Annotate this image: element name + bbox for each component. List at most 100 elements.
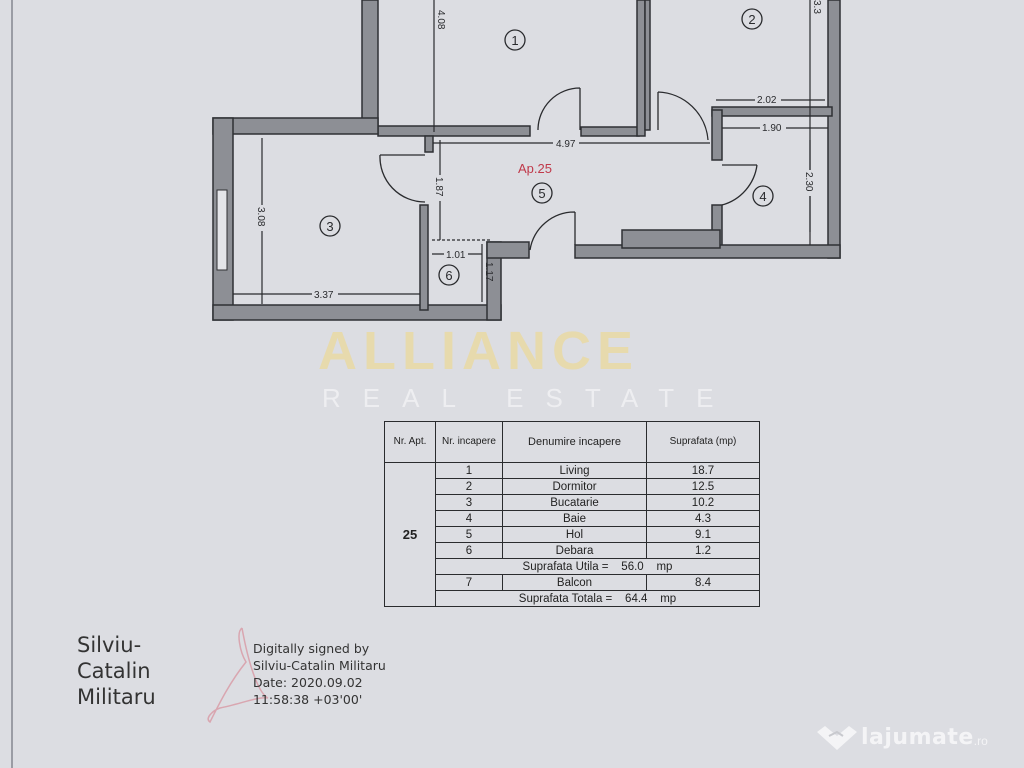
cell-area: 9.1 [646, 526, 760, 543]
signer-name-line: Catalin [77, 659, 151, 683]
signature-line: Date: 2020.09.02 [253, 675, 363, 690]
walls [212, 0, 841, 321]
dim-kitchen-width: 3.37 [314, 290, 334, 301]
signer-name: Silviu- Catalin Militaru [77, 632, 156, 710]
signature-line: Silviu-Catalin Militaru [253, 658, 386, 673]
dim-bath-height: 2.30 [803, 172, 814, 192]
dim-kitchen-height: 3.08 [255, 207, 266, 227]
total-area-label: Suprafata Totala = [518, 592, 613, 605]
cell-area: 12.5 [646, 478, 760, 495]
wall [711, 109, 723, 161]
wall [424, 135, 434, 153]
brand-tld: .ro [973, 734, 988, 748]
handshake-icon [817, 726, 857, 750]
wall [621, 229, 721, 249]
page-edge [11, 0, 13, 768]
cell-area: 4.3 [646, 510, 760, 527]
wall [212, 304, 502, 321]
dim-room2-width: 2.02 [757, 95, 777, 106]
total-area-row: Suprafata Totala = 64.4 mp [385, 590, 760, 607]
apartment-label: Ap.25 [518, 161, 552, 176]
window [216, 189, 228, 271]
wall [827, 0, 841, 259]
room-number-2: 2 [748, 12, 755, 27]
cell-name: Balcon [502, 574, 647, 591]
wall [419, 204, 429, 311]
room-number-5: 5 [538, 186, 545, 201]
digital-signature-info: Digitally signed by Silviu-Catalin Milit… [253, 640, 386, 708]
usable-area-row: Suprafata Utila = 56.0 mp [385, 558, 760, 575]
cell-nr: 4 [435, 510, 503, 527]
dimension-lines: 4.08 3.3 2.02 1.90 4.97 1.87 3.08 3.37 1… [233, 0, 828, 304]
wall [644, 0, 651, 131]
cell-area: 8.4 [646, 574, 760, 591]
dim-storage-height: 1.17 [483, 262, 494, 282]
cell-area: 1.2 [646, 542, 760, 559]
cell-area: 18.7 [646, 462, 760, 479]
door-arc [529, 211, 576, 251]
door-arc [721, 164, 758, 206]
header-room-name: Denumire incapere [502, 421, 647, 463]
cell-name: Bucatarie [502, 494, 647, 511]
signer-name-line: Militaru [77, 685, 156, 709]
room-number-3: 3 [326, 219, 333, 234]
signature-line: 11:58:38 +03'00' [253, 692, 363, 707]
brand-name: lajumate [861, 724, 974, 750]
cell-name: Debara [502, 542, 647, 559]
cell-nr: 2 [435, 478, 503, 495]
door-arc [379, 154, 426, 203]
wall [711, 106, 833, 117]
area-table: Nr. Apt. Nr. incapere Denumire incapere … [384, 421, 760, 607]
header-room-nr: Nr. incapere [435, 421, 503, 463]
room-labels: 1 2 3 4 5 6 Ap.25 [319, 8, 774, 286]
total-area-value: 64.4 [625, 592, 648, 605]
signer-name-line: Silviu- [77, 633, 142, 657]
cell-name: Baie [502, 510, 647, 527]
signature-line: Digitally signed by [253, 641, 370, 656]
dim-room1-height: 4.08 [435, 10, 446, 30]
cell-name: Hol [502, 526, 647, 543]
room-number-6: 6 [445, 268, 452, 283]
table-header-row: Nr. Apt. Nr. incapere Denumire incapere … [384, 421, 760, 463]
wall [580, 126, 640, 137]
dim-hall-length: 4.97 [556, 139, 576, 150]
usable-area-value: 56.0 [621, 560, 644, 573]
room-number-4: 4 [759, 189, 766, 204]
dim-storage-width: 1.01 [446, 250, 466, 261]
lajumate-watermark: lajumate .ro [813, 722, 988, 752]
watermark-logo: ALLIANCE [318, 321, 639, 381]
doors [379, 87, 758, 251]
cell-name: Living [502, 462, 647, 479]
total-area-cell: Suprafata Totala = 64.4 mp [435, 590, 760, 607]
cell-nr: 3 [435, 494, 503, 511]
door-arc [657, 91, 709, 141]
usable-area-label: Suprafata Utila = [522, 560, 609, 573]
wall [212, 117, 379, 135]
cell-area: 10.2 [646, 494, 760, 511]
usable-area-cell: Suprafata Utila = 56.0 mp [435, 558, 760, 575]
room-number-1: 1 [511, 33, 518, 48]
dim-hall-width: 1.87 [433, 177, 444, 197]
cell-nr: 7 [435, 574, 503, 591]
adobe-signature-icon [207, 627, 269, 724]
wall [486, 241, 530, 259]
header-apt: Nr. Apt. [384, 421, 436, 463]
header-area: Suprafata (mp) [646, 421, 760, 463]
cell-nr: 5 [435, 526, 503, 543]
watermark-subtitle: REAL ESTATE [322, 383, 736, 413]
wall [361, 0, 379, 133]
dim-room2-height: 3.3 [811, 0, 822, 14]
cell-nr: 1 [435, 462, 503, 479]
apartment-number: 25 [384, 462, 436, 607]
cell-name: Dormitor [502, 478, 647, 495]
floor-plan: 4.08 3.3 2.02 1.90 4.97 1.87 3.08 3.37 1… [212, 0, 841, 321]
total-area-unit: mp [660, 592, 677, 605]
door-arc [537, 87, 581, 131]
